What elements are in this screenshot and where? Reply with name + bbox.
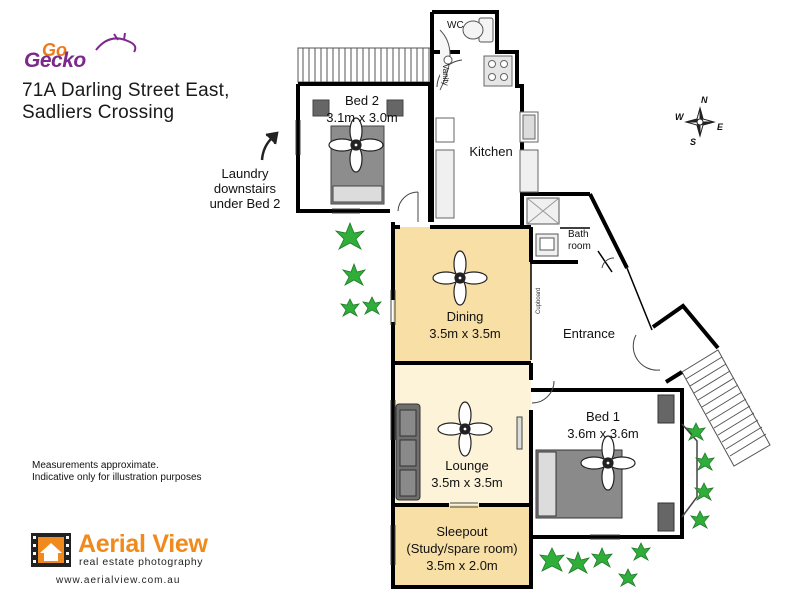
lounge-sofa <box>395 403 421 501</box>
laundry-arrow-icon <box>260 131 279 161</box>
laundry-line1: Laundry <box>221 166 269 181</box>
plant-5 <box>686 422 706 442</box>
laundry-line2: downstairs <box>213 181 277 196</box>
gecko-logo-icon <box>95 32 137 53</box>
room-kitchen-label: Kitchen <box>460 143 522 160</box>
bed1-dims: 3.6m x 3.6m <box>567 426 639 441</box>
plant-8 <box>690 510 710 530</box>
bay-window <box>681 423 698 518</box>
go-gecko-logo-bottom: Gecko <box>24 49 86 72</box>
kitchen-fittings <box>435 55 539 219</box>
laundry-line3: under Bed 2 <box>209 196 281 211</box>
sleepout-fill <box>393 505 531 587</box>
lounge-tv <box>516 416 523 450</box>
lounge-name: Lounge <box>445 458 489 473</box>
bathroom-line1: Bath <box>568 229 589 240</box>
dining-name: Dining <box>446 309 484 324</box>
compass-e: E <box>717 122 724 132</box>
footer-title: Aerial View <box>78 530 208 558</box>
entrance-name: Entrance <box>562 326 616 341</box>
room-lounge-label: Lounge 3.5m x 3.5m <box>412 457 522 491</box>
room-bed2-label: Bed 2 3.1m x 3.0m <box>312 92 412 126</box>
fan-lounge <box>437 401 493 457</box>
walls <box>296 10 720 589</box>
wc-fittings <box>439 17 494 91</box>
plant-2 <box>341 262 367 286</box>
bathroom-line2: room <box>568 241 591 252</box>
cupboard-label: Cupboard <box>536 287 542 314</box>
go-gecko-logo-top: Go <box>42 40 67 60</box>
aerial-view-logo-icon <box>31 533 71 567</box>
top-deck-stairs <box>297 47 433 83</box>
plant-9 <box>539 547 565 572</box>
windows <box>295 120 620 565</box>
lounge-dims: 3.5m x 3.5m <box>431 475 503 490</box>
compass-n: N <box>701 95 708 105</box>
sleepout-sub: (Study/spare room) <box>406 541 518 556</box>
plant-7 <box>694 482 714 502</box>
room-entrance-label: Entrance <box>552 325 626 342</box>
side-stairs <box>681 349 771 467</box>
bed2-dims: 3.1m x 3.0m <box>326 110 398 125</box>
bed2-name: Bed 2 <box>345 93 379 108</box>
plant-4 <box>362 296 382 316</box>
bathroom-fittings <box>526 197 560 257</box>
laundry-note: Laundry downstairs under Bed 2 <box>190 166 300 211</box>
plant-11 <box>591 546 613 569</box>
bed1-name: Bed 1 <box>586 409 620 424</box>
compass-icon <box>684 106 716 138</box>
kitchen-name: Kitchen <box>469 144 513 159</box>
sleepout-name: Sleepout <box>436 524 488 539</box>
address-line-1: 71A Darling Street East, <box>22 80 230 101</box>
room-dining-label: Dining 3.5m x 3.5m <box>410 308 520 342</box>
compass-w: W <box>675 112 684 122</box>
address-line-2: Sadliers Crossing <box>22 102 175 123</box>
plant-12 <box>618 568 638 588</box>
fan-bed1 <box>580 435 636 491</box>
sleepout-dims: 3.5m x 2.0m <box>426 558 498 573</box>
disclaimer-line-1: Measurements approximate. <box>32 460 159 471</box>
room-wc-label: WC <box>447 20 464 31</box>
plant-3 <box>340 298 360 318</box>
room-bed1-label: Bed 1 3.6m x 3.6m <box>548 408 658 442</box>
footer-url: www.aerialview.com.au <box>56 575 181 586</box>
ceiling-fans <box>328 117 636 491</box>
disclaimer-line-2: Indicative only for illustration purpose… <box>32 472 202 483</box>
room-sleepout-label: Sleepout (Study/spare room) 3.5m x 2.0m <box>394 523 530 574</box>
vanity-label: Vanity <box>441 64 450 86</box>
dining-dims: 3.5m x 3.5m <box>429 326 501 341</box>
fan-bed2 <box>328 117 384 173</box>
plants <box>334 221 715 588</box>
compass-s: S <box>690 137 697 147</box>
plant-1 <box>334 221 366 250</box>
plant-13 <box>631 542 651 562</box>
plant-6 <box>695 452 715 472</box>
footer-subtitle: real estate photography <box>79 556 204 568</box>
room-bathroom-label: Bath room <box>568 229 591 253</box>
fan-dining <box>432 250 488 306</box>
plant-10 <box>565 550 591 574</box>
